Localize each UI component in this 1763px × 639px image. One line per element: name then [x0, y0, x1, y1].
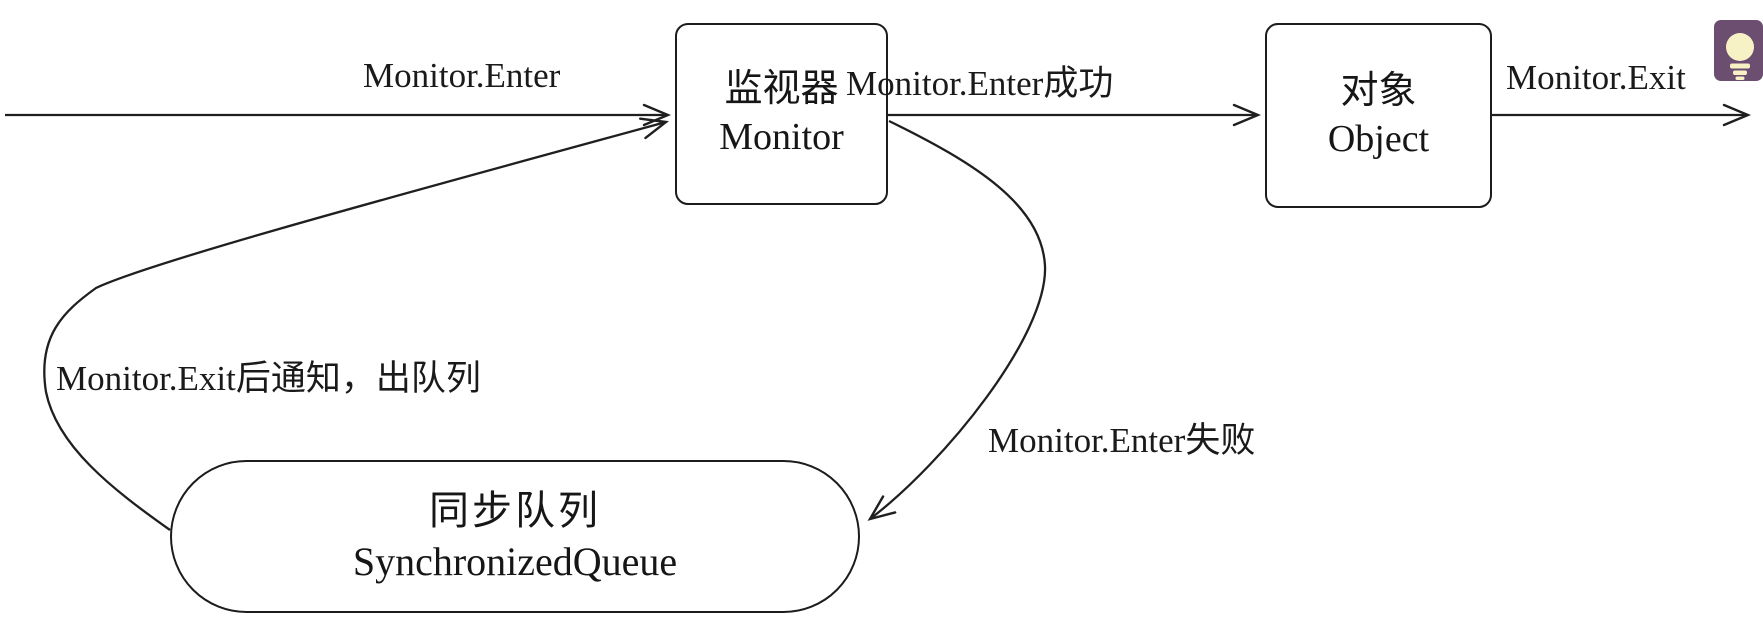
object-node-title-en: Object [1327, 117, 1430, 160]
edge-label-enter-success: Monitor.Enter成功 [846, 64, 1114, 103]
sync-queue-node: 同步队列 SynchronizedQueue [170, 460, 860, 613]
sync-queue-title-zh: 同步队列 [429, 488, 601, 534]
edge-label-notify-dequeue: Monitor.Exit后通知，出队列 [56, 359, 481, 398]
monitor-node: 监视器 Monitor [675, 23, 888, 205]
tip-lightbulb-button[interactable] [1714, 20, 1763, 81]
lightbulb-icon [1726, 33, 1754, 80]
object-node-title-zh: 对象 [1340, 69, 1417, 112]
monitor-node-title-zh: 监视器 [724, 68, 839, 111]
sync-queue-title-en: SynchronizedQueue [352, 538, 678, 584]
object-node: 对象 Object [1265, 23, 1492, 208]
edge-label-enter-fail: Monitor.Enter失败 [988, 421, 1256, 460]
monitor-node-title-en: Monitor [719, 116, 844, 158]
edge-label-monitor-exit: Monitor.Exit [1506, 58, 1686, 97]
edge-notify-dequeue-curve [43, 122, 666, 531]
edge-enter-fail-curve [870, 119, 1047, 519]
edge-label-monitor-enter: Monitor.Enter [363, 56, 561, 95]
